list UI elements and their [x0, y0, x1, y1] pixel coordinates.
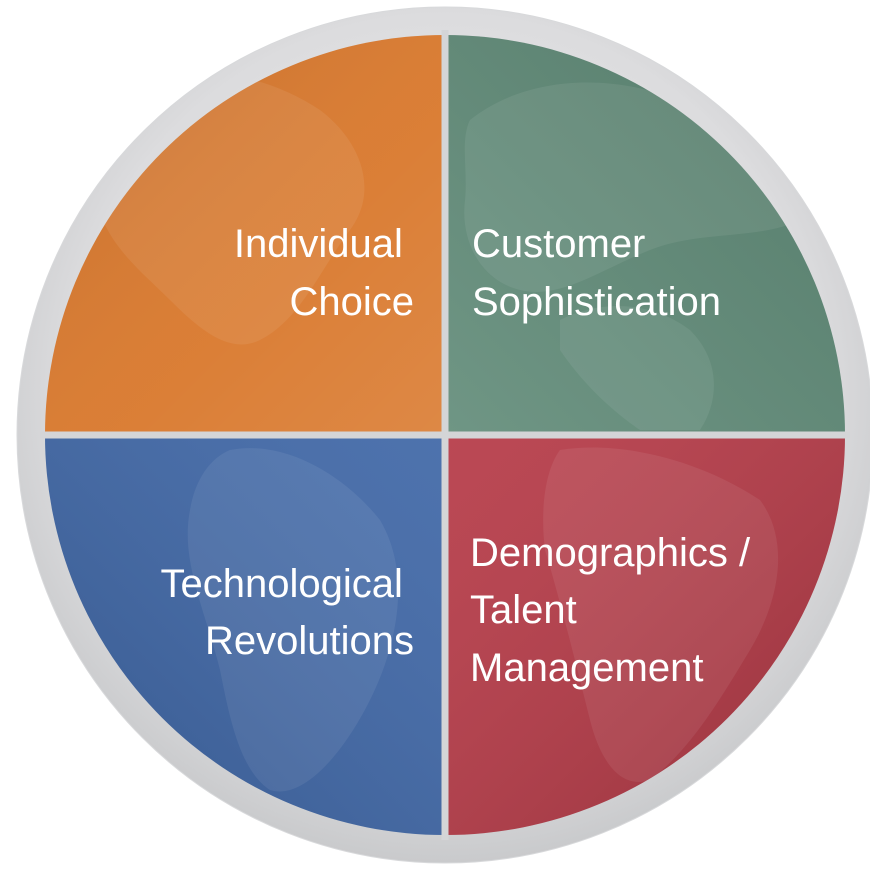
- label-line: Revolutions: [205, 619, 414, 663]
- label-line: Demographics /: [470, 531, 751, 575]
- label-individual-choice: Individual Choice: [234, 222, 414, 324]
- label-line: Choice: [289, 280, 414, 324]
- label-line: Talent: [470, 588, 577, 632]
- label-line: Individual: [234, 222, 403, 266]
- label-customer-sophistication: Customer Sophistication: [472, 222, 721, 324]
- label-line: Management: [470, 646, 703, 690]
- label-demographics-talent: Demographics / Talent Management: [470, 531, 761, 690]
- label-line: Customer: [472, 222, 645, 266]
- label-technological-revolutions: Technological Revolutions: [160, 562, 414, 663]
- label-line: Technological: [160, 562, 402, 606]
- label-line: Sophistication: [472, 280, 721, 324]
